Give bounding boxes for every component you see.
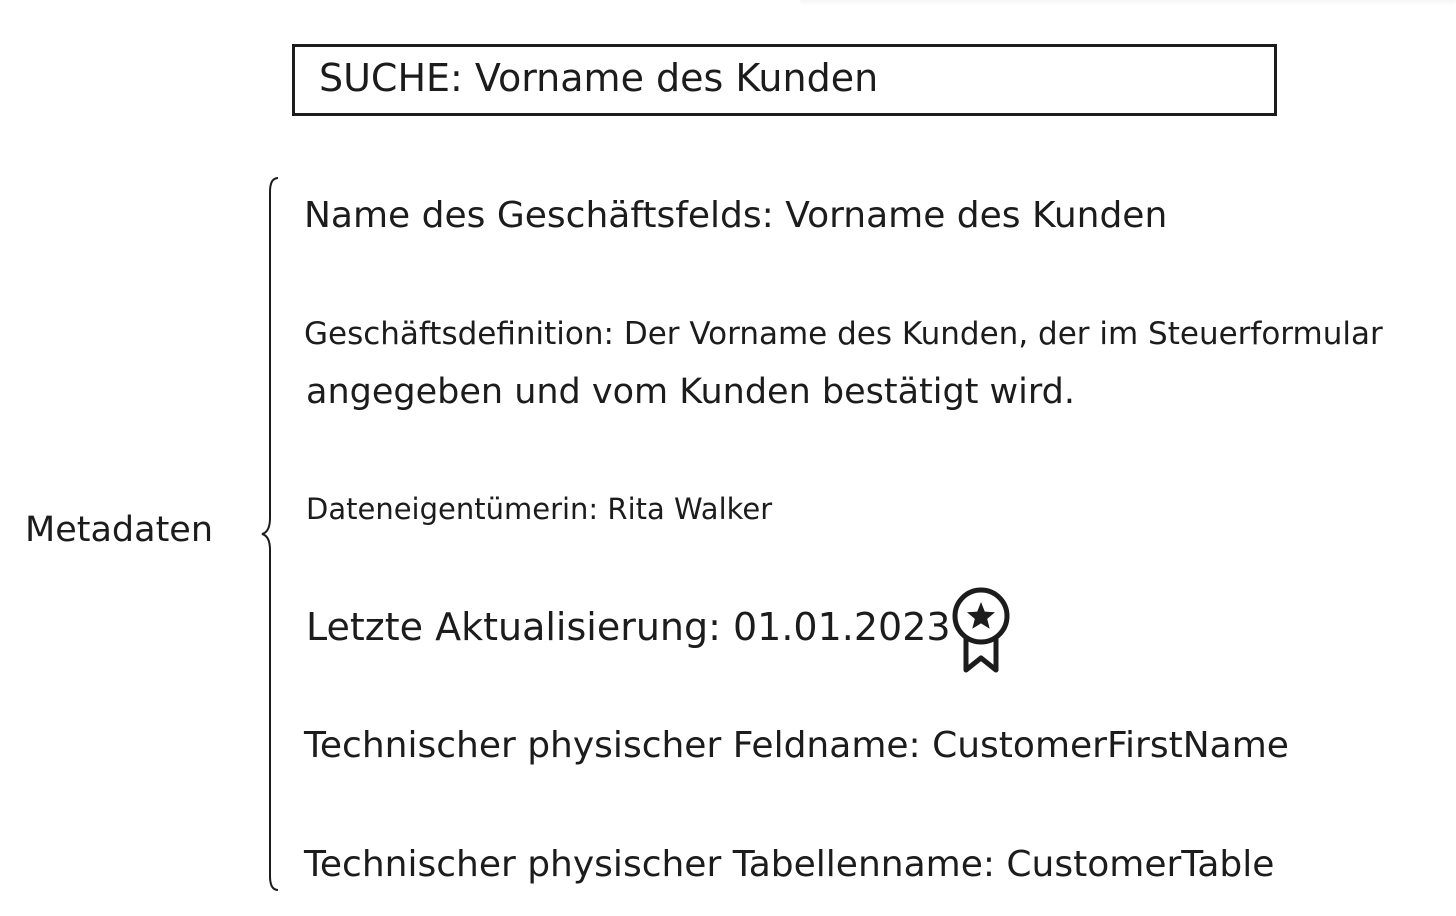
technical-field-name: Technischer physischer Feldname: Custome…	[304, 725, 1289, 766]
award-ribbon-icon	[952, 587, 1010, 673]
search-label: SUCHE: Vorname des Kunden	[319, 56, 879, 100]
business-definition-2: angegeben und vom Kunden bestätigt wird.	[306, 372, 1076, 412]
data-owner: Dateneigentümerin: Rita Walker	[306, 492, 773, 526]
last-update: Letzte Aktualisierung: 01.01.2023	[306, 605, 951, 649]
technical-table-name: Technischer physischer Tabellenname: Cus…	[304, 844, 1275, 885]
business-field-name: Name des Geschäftsfelds: Vorname des Kun…	[304, 195, 1168, 236]
metadata-label: Metadaten	[25, 510, 214, 550]
search-box: SUCHE: Vorname des Kunden	[292, 44, 1277, 116]
business-definition-1: Geschäftsdefinition: Der Vorname des Kun…	[304, 316, 1383, 352]
top-edge-shadow	[800, 0, 1456, 6]
curly-brace	[261, 177, 279, 891]
